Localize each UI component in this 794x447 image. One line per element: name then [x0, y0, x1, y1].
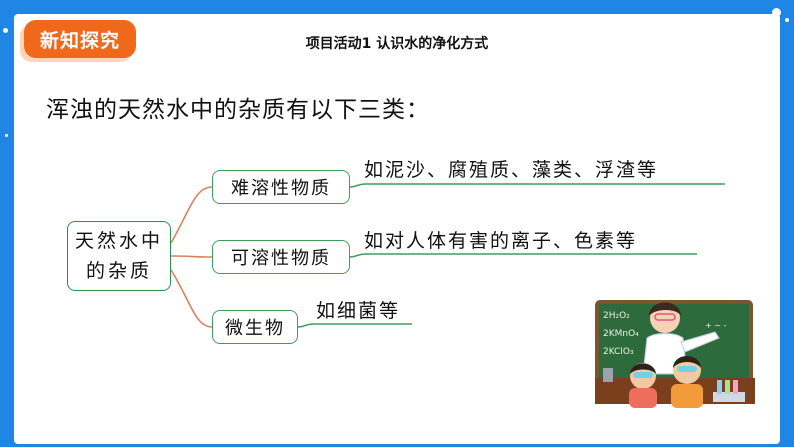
branch-microbes: 微生物: [212, 310, 298, 344]
board-formula-2: 2KMnO₄: [603, 329, 639, 339]
mindmap-root: 天然水中 的杂质: [67, 221, 171, 291]
connector-2: [170, 255, 213, 258]
microscope: [603, 368, 613, 382]
example-microbes: 如细菌等: [316, 300, 401, 322]
frame-dot: [5, 134, 8, 137]
connector-1: [170, 186, 213, 244]
student-2-hair: [673, 356, 701, 368]
teacher-hair: [649, 302, 681, 316]
root-line-1: 天然水中: [74, 230, 163, 252]
teacher-arm: [680, 331, 720, 353]
lab-illustration: 2H₂O₂ 2KMnO₄ 2KClO₃ + ~ -: [595, 300, 755, 408]
student-1-hair: [630, 363, 656, 374]
test-tube-1: [717, 380, 722, 394]
board-formula-1: 2H₂O₂: [603, 311, 630, 321]
page-title: 项目活动1 认识水的净化方式: [305, 36, 489, 52]
lead-text: 浑浊的天然水中的杂质有以下三类：: [46, 97, 430, 123]
test-tube-2: [725, 380, 730, 394]
example-soluble: 如对人体有害的离子、色素等: [364, 230, 638, 252]
teacher-glasses: [654, 313, 676, 321]
student-2-goggles: [677, 366, 697, 372]
test-tube-rack: [713, 392, 745, 402]
frame-dot: [3, 28, 8, 33]
student-1-body: [629, 388, 657, 408]
branch-soluble: 可溶性物质: [212, 240, 350, 274]
test-tube-3: [733, 380, 738, 394]
frame-dot: [772, 8, 781, 17]
branch-insoluble: 难溶性物质: [212, 170, 350, 204]
underline-2: [349, 253, 697, 258]
root-line-2: 的杂质: [85, 260, 152, 282]
board-scribble: + ~ -: [705, 321, 726, 330]
underline-3: [297, 323, 412, 328]
example-insoluble: 如泥沙、腐殖质、藻类、浮渣等: [364, 159, 659, 181]
board-formula-3: 2KClO₃: [603, 347, 634, 357]
underline-1: [349, 183, 725, 188]
section-tag: 新知探究: [24, 20, 136, 58]
student-2-body: [671, 384, 703, 408]
student-1-goggles: [633, 372, 653, 378]
frame-dot: [785, 18, 789, 22]
connector-3: [170, 269, 213, 328]
